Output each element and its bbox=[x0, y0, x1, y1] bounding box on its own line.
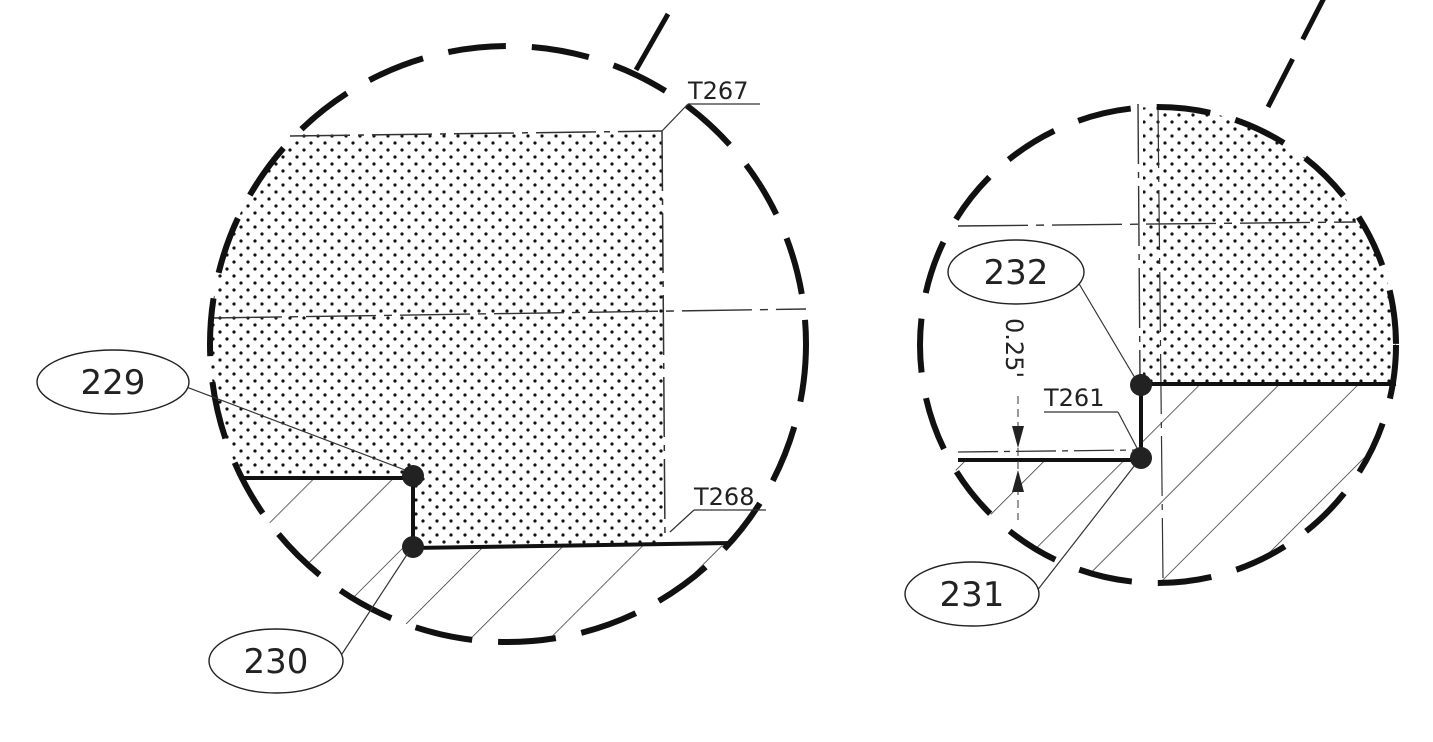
callout-232-label: 232 bbox=[984, 253, 1049, 293]
right-detail-circle bbox=[917, 104, 1399, 586]
t268-label: T268 bbox=[693, 483, 754, 511]
callout-232-bubble bbox=[947, 239, 1085, 305]
callout-229-label: 229 bbox=[81, 363, 146, 403]
t267-leader bbox=[661, 103, 689, 132]
left-vertical-dashed-line bbox=[661, 130, 666, 541]
t268-leader bbox=[669, 509, 695, 533]
left-center-dashed-line bbox=[211, 308, 807, 319]
callout-229-leader bbox=[167, 379, 406, 471]
dimension-arrow-down-icon bbox=[1012, 426, 1024, 448]
callout-232-leader bbox=[1077, 281, 1136, 379]
t261-leader bbox=[1117, 411, 1138, 449]
node-232-dot bbox=[1130, 374, 1152, 396]
node-229-dot bbox=[402, 465, 424, 487]
right-vertical-dashed-line-a bbox=[1137, 103, 1141, 381]
node-231-dot bbox=[1130, 447, 1152, 469]
right-profile-line bbox=[958, 382, 1396, 462]
node-230-dot bbox=[402, 536, 424, 558]
t261-label: T261 bbox=[1043, 384, 1104, 412]
left-dotted-region bbox=[210, 131, 665, 548]
callout-230-bubble bbox=[208, 628, 344, 694]
left-detail-circle bbox=[207, 43, 809, 645]
left-detail: T267 T268 229 230 bbox=[36, 12, 809, 694]
callout-231-leader bbox=[1035, 464, 1136, 593]
callout-231-bubble bbox=[904, 561, 1040, 627]
left-profile-line bbox=[244, 476, 731, 551]
t267-label: T267 bbox=[687, 77, 748, 105]
callout-229-bubble bbox=[36, 349, 190, 415]
right-lower-dashed-line bbox=[957, 449, 1141, 453]
left-top-dashed-line bbox=[289, 130, 663, 137]
right-vertical-dashed-line-b bbox=[1157, 107, 1164, 581]
right-detail: 0.25' T261 232 231 bbox=[904, 0, 1399, 627]
right-upper-dashed-line bbox=[957, 221, 1357, 227]
left-detail-leader-line bbox=[633, 12, 671, 72]
callout-230-label: 230 bbox=[244, 642, 309, 682]
callout-230-leader bbox=[339, 552, 409, 658]
dimension-arrow-up-icon bbox=[1012, 470, 1024, 492]
dimension-label: 0.25' bbox=[1000, 318, 1028, 378]
right-detail-leader-line bbox=[1265, 0, 1326, 109]
callout-231-label: 231 bbox=[940, 575, 1005, 615]
